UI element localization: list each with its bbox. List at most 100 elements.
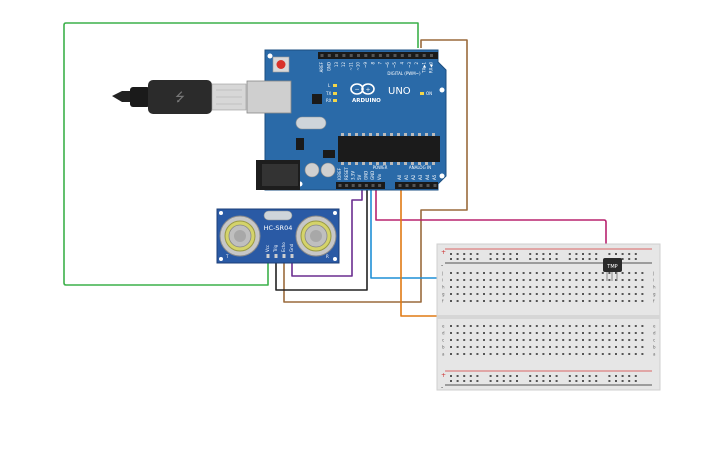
ultrasonic-pin[interactable] bbox=[282, 254, 286, 258]
rail-hole[interactable] bbox=[615, 375, 617, 377]
rail-hole[interactable] bbox=[516, 258, 518, 260]
breadboard-hole[interactable] bbox=[509, 279, 512, 281]
breadboard-hole[interactable] bbox=[595, 279, 598, 281]
rail-hole[interactable] bbox=[634, 258, 637, 260]
breadboard-hole[interactable] bbox=[601, 279, 604, 281]
rail-hole[interactable] bbox=[595, 375, 598, 377]
breadboard-hole[interactable] bbox=[535, 286, 538, 288]
power-pin-hole[interactable] bbox=[364, 184, 368, 187]
breadboard-hole[interactable] bbox=[450, 286, 452, 288]
breadboard-hole[interactable] bbox=[601, 353, 604, 355]
rail-hole[interactable] bbox=[476, 380, 479, 382]
breadboard-hole[interactable] bbox=[489, 300, 492, 302]
breadboard-hole[interactable] bbox=[549, 300, 551, 302]
breadboard-hole[interactable] bbox=[502, 332, 505, 334]
breadboard-hole[interactable] bbox=[549, 325, 551, 327]
rail-hole[interactable] bbox=[456, 258, 459, 260]
breadboard-hole[interactable] bbox=[621, 325, 624, 327]
breadboard-hole[interactable] bbox=[450, 300, 452, 302]
rail-hole[interactable] bbox=[582, 258, 584, 260]
breadboard-hole[interactable] bbox=[469, 300, 472, 302]
breadboard-hole[interactable] bbox=[522, 325, 525, 327]
breadboard-hole[interactable] bbox=[529, 339, 532, 341]
breadboard-hole[interactable] bbox=[641, 346, 644, 348]
breadboard-hole[interactable] bbox=[641, 293, 644, 295]
breadboard-hole[interactable] bbox=[562, 353, 565, 355]
breadboard-hole[interactable] bbox=[529, 353, 532, 355]
breadboard-hole[interactable] bbox=[588, 286, 591, 288]
breadboard-hole[interactable] bbox=[621, 332, 624, 334]
breadboard-hole[interactable] bbox=[595, 353, 598, 355]
rail-hole[interactable] bbox=[509, 253, 512, 255]
breadboard-hole[interactable] bbox=[496, 339, 499, 341]
breadboard-hole[interactable] bbox=[529, 325, 532, 327]
breadboard-hole[interactable] bbox=[509, 353, 512, 355]
breadboard-hole[interactable] bbox=[575, 279, 578, 281]
breadboard-hole[interactable] bbox=[476, 279, 479, 281]
breadboard-hole[interactable] bbox=[588, 293, 591, 295]
power-pin-hole[interactable] bbox=[378, 184, 382, 187]
breadboard-hole[interactable] bbox=[575, 332, 578, 334]
breadboard-hole[interactable] bbox=[535, 300, 538, 302]
breadboard-hole[interactable] bbox=[450, 346, 452, 348]
breadboard-hole[interactable] bbox=[555, 353, 558, 355]
breadboard-hole[interactable] bbox=[516, 339, 518, 341]
rail-hole[interactable] bbox=[549, 380, 551, 382]
breadboard-hole[interactable] bbox=[549, 353, 551, 355]
breadboard-hole[interactable] bbox=[496, 332, 499, 334]
breadboard-hole[interactable] bbox=[549, 272, 551, 274]
rail-hole[interactable] bbox=[450, 380, 452, 382]
breadboard-hole[interactable] bbox=[469, 286, 472, 288]
breadboard-hole[interactable] bbox=[575, 353, 578, 355]
rail-hole[interactable] bbox=[615, 253, 617, 255]
breadboard-hole[interactable] bbox=[522, 272, 525, 274]
breadboard-hole[interactable] bbox=[562, 332, 565, 334]
breadboard-hole[interactable] bbox=[582, 293, 584, 295]
breadboard-hole[interactable] bbox=[628, 279, 631, 281]
breadboard-hole[interactable] bbox=[483, 339, 485, 341]
breadboard-hole[interactable] bbox=[615, 279, 617, 281]
breadboard-hole[interactable] bbox=[496, 353, 499, 355]
breadboard-hole[interactable] bbox=[456, 293, 459, 295]
rail-hole[interactable] bbox=[634, 380, 637, 382]
digital-pin-hole[interactable] bbox=[400, 54, 404, 57]
breadboard-hole[interactable] bbox=[582, 272, 584, 274]
breadboard-hole[interactable] bbox=[450, 353, 452, 355]
analog-pin-hole[interactable] bbox=[405, 184, 409, 187]
breadboard-hole[interactable] bbox=[608, 286, 611, 288]
breadboard-hole[interactable] bbox=[516, 286, 518, 288]
rail-hole[interactable] bbox=[450, 258, 452, 260]
breadboard-hole[interactable] bbox=[489, 339, 492, 341]
breadboard-hole[interactable] bbox=[568, 339, 571, 341]
breadboard-hole[interactable] bbox=[483, 286, 485, 288]
breadboard-hole[interactable] bbox=[641, 325, 644, 327]
breadboard-hole[interactable] bbox=[456, 272, 459, 274]
breadboard-hole[interactable] bbox=[562, 279, 565, 281]
breadboard-hole[interactable] bbox=[529, 346, 532, 348]
breadboard-hole[interactable] bbox=[516, 272, 518, 274]
breadboard-hole[interactable] bbox=[595, 325, 598, 327]
rail-hole[interactable] bbox=[634, 253, 637, 255]
breadboard-hole[interactable] bbox=[450, 325, 452, 327]
breadboard-hole[interactable] bbox=[621, 286, 624, 288]
breadboard-hole[interactable] bbox=[483, 346, 485, 348]
breadboard-hole[interactable] bbox=[601, 293, 604, 295]
breadboard-hole[interactable] bbox=[476, 353, 479, 355]
breadboard-hole[interactable] bbox=[575, 272, 578, 274]
wire-green[interactable] bbox=[63, 22, 419, 286]
breadboard-hole[interactable] bbox=[463, 332, 466, 334]
rail-hole[interactable] bbox=[450, 375, 452, 377]
power-pin-hole[interactable] bbox=[351, 184, 355, 187]
breadboard-hole[interactable] bbox=[450, 339, 452, 341]
breadboard-hole[interactable] bbox=[588, 272, 591, 274]
rail-hole[interactable] bbox=[509, 380, 512, 382]
breadboard-hole[interactable] bbox=[516, 353, 518, 355]
wire-brown[interactable] bbox=[283, 39, 468, 303]
rail-hole[interactable] bbox=[496, 253, 499, 255]
rail-hole[interactable] bbox=[621, 375, 624, 377]
rail-hole[interactable] bbox=[535, 380, 538, 382]
breadboard-hole[interactable] bbox=[582, 346, 584, 348]
digital-pin-hole[interactable] bbox=[408, 54, 412, 57]
breadboard-hole[interactable] bbox=[450, 293, 452, 295]
breadboard-hole[interactable] bbox=[463, 325, 466, 327]
